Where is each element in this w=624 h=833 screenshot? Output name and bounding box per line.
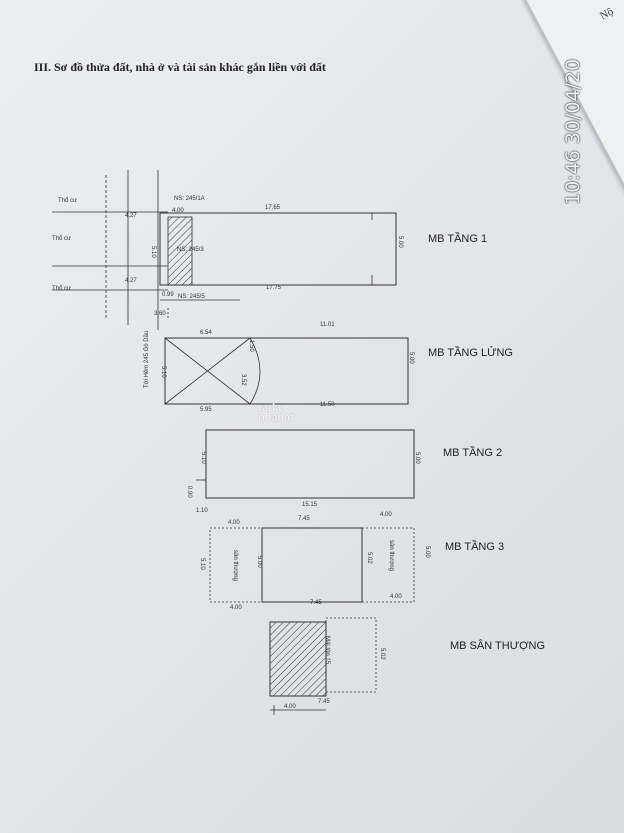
roof-bottom-left: 4.00	[284, 704, 296, 710]
mezz-top-right: 11.01	[320, 322, 335, 328]
ns-mid: NS: 245/3	[177, 247, 204, 253]
dim-bottom-length: 17.75	[266, 285, 282, 291]
f3-bottom-mid: 7.45	[310, 600, 322, 606]
mezz-diag1: 1.50	[248, 340, 254, 352]
section-title: III. Sơ đồ thửa đất, nhà ở và tài sản kh…	[34, 60, 326, 74]
dim-top-length: 17.65	[265, 205, 281, 211]
hatched-stair-area	[167, 216, 193, 286]
ns-top: NS: 245/1A	[174, 196, 205, 202]
watermark-line1: rada	[258, 402, 282, 414]
roof-note: Mái tôn 15	[324, 636, 330, 665]
alley-label: Tới Hẻm 245 Gò Dầu	[144, 330, 150, 388]
dim-left-top: 4.27	[125, 213, 137, 219]
roof-right: 5.02	[379, 648, 385, 660]
watermark-line2: nhadat	[258, 412, 295, 424]
mezzanine-label: MB TẦNG LỬNG	[428, 347, 513, 359]
f3-top-left: 4.00	[228, 520, 240, 526]
f2-bottom: 15.15	[302, 502, 318, 508]
f3-left: 5.10	[199, 558, 205, 570]
timestamp-stamp: 10:46 30/04/20	[562, 58, 584, 205]
mezz-top-left: 6.54	[200, 330, 212, 336]
f3-mid-right: 5.02	[366, 552, 372, 564]
f2-right: 5.00	[414, 452, 420, 464]
mezz-bottom-right: 11.50	[320, 402, 335, 408]
f2-small: 1.10	[196, 508, 208, 514]
mezz-diag2: 3.52	[240, 374, 246, 386]
rooftop-label: MB SÂN THƯỢNG	[450, 640, 546, 652]
f3-top-right: 4.00	[380, 512, 392, 518]
floor1-label: MB TẦNG 1	[428, 233, 488, 245]
dim-width: 5.00	[397, 236, 403, 248]
f3-roof-right: sân thượng	[388, 540, 394, 571]
dim-small-top: 4.00	[172, 208, 184, 214]
watermark-logo: rada nhadat	[258, 402, 295, 424]
f2-left: 5.10	[200, 452, 206, 464]
f3-roof-left: sân thượng	[232, 550, 238, 581]
mezz-right: 5.00	[408, 352, 414, 364]
f3-bottom-left: 4.00	[230, 605, 242, 611]
neighbor-mid: Thổ cư	[52, 236, 72, 242]
roof-bottom: 7.45	[318, 699, 330, 705]
floor2-label: MB TẦNG 2	[443, 447, 503, 459]
f3-right: 5.00	[424, 546, 430, 558]
neighbor-bottom: Thổ cư	[52, 286, 72, 292]
f3-bottom-right: 4.00	[390, 594, 402, 600]
f2-small2: 0.90	[186, 486, 192, 498]
dim-small-bottom: 0.99	[162, 292, 174, 298]
mezz-bottom-left: 5.95	[200, 407, 212, 413]
ns-bottom: NS: 245/5	[178, 294, 205, 300]
mezz-left: 5.10	[160, 366, 166, 378]
dim-left-width: 5.10	[150, 246, 156, 258]
dim-alley-width: 3.60	[154, 311, 166, 317]
floor3-label: MB TẦNG 3	[445, 541, 505, 553]
dim-left-bottom: 4.27	[125, 278, 137, 284]
neighbor-top: Thổ cư	[58, 198, 78, 204]
f3-mid-left: 5.00	[256, 556, 262, 568]
f3-top-mid: 7.45	[298, 516, 310, 522]
